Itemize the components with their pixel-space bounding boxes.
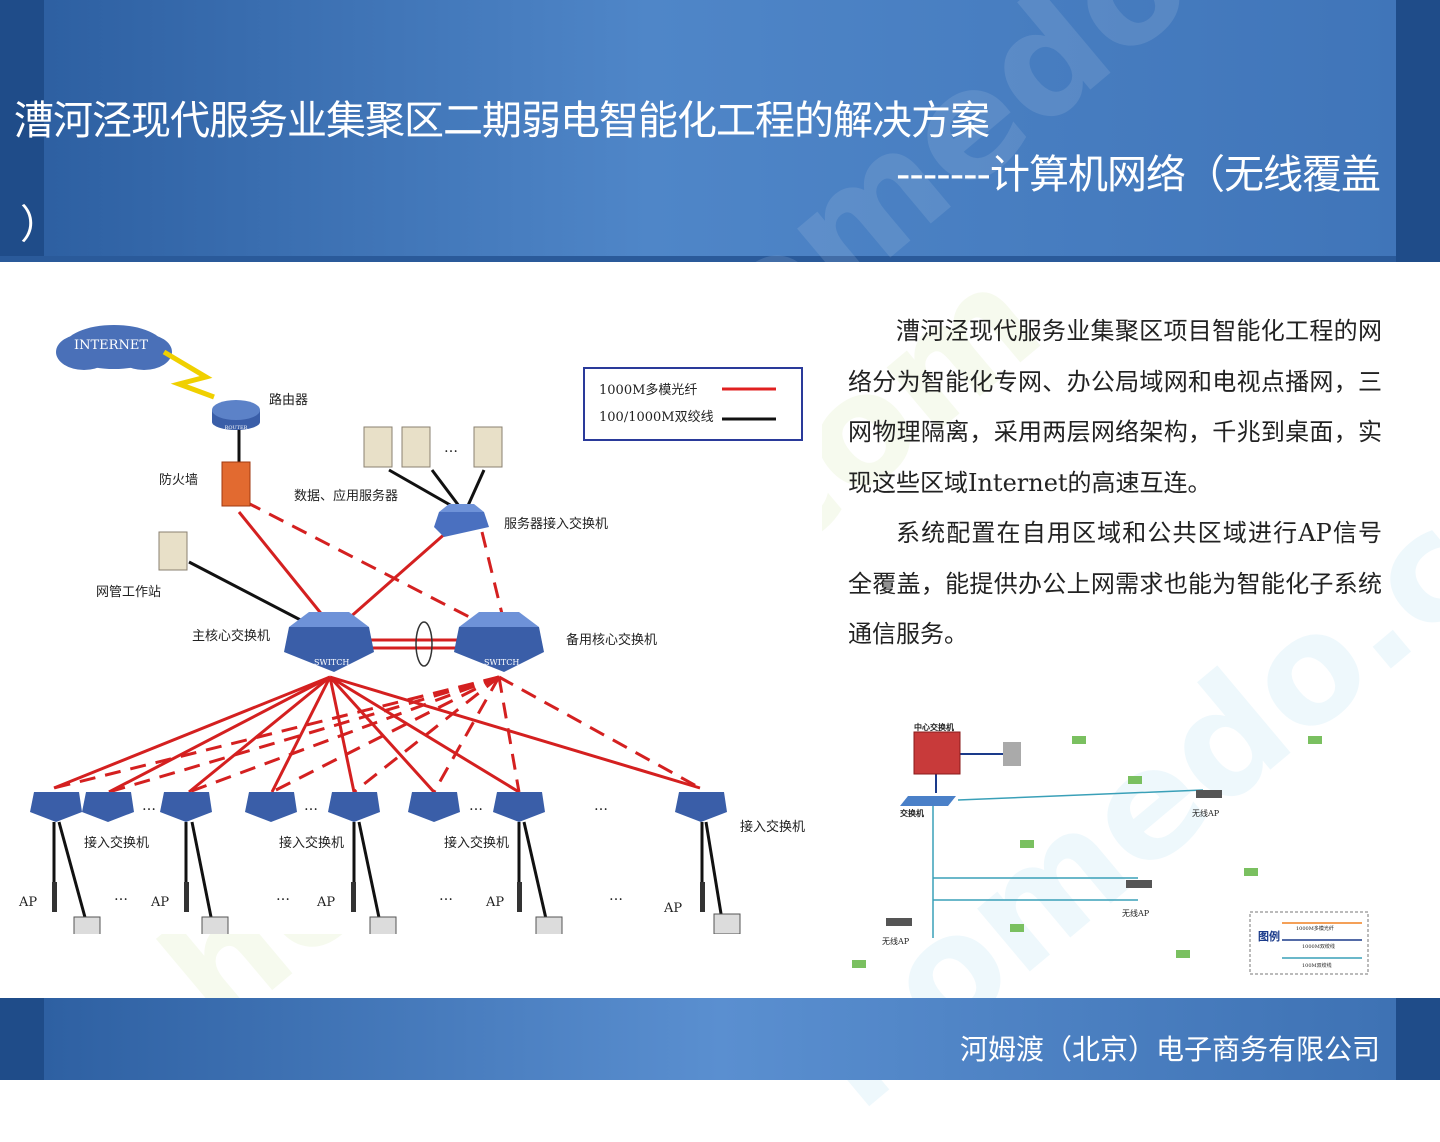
center-switch-label: 中心交换机 [914,722,954,732]
laptop-icon [852,736,1322,968]
ap-label-1: AP [18,895,37,910]
access-ellipsis-3: … [469,798,483,814]
footer-banner: 河姆渡（北京）电子商务有限公司 [0,998,1440,1080]
right-legend-fast-label: 100M双绞线 [1302,962,1332,969]
servers-ellipsis: … [444,440,458,456]
copper-links [52,428,726,933]
servers-label: 数据、应用服务器 [294,488,398,504]
core-backup-switch-text: SWITCH [484,658,519,667]
ap-ellipsis-4: … [609,888,623,904]
legend-box [583,367,803,441]
access-ellipsis-4: … [594,798,608,814]
core-main-label: 主核心交换机 [192,628,270,644]
router-icon-text: ROUTER [225,425,248,431]
footer-company-name: 河姆渡（北京）电子商务有限公司 [959,1033,1380,1066]
core-main-switch-icon [284,612,374,672]
access-label-3: 接入交换机 [444,835,509,851]
antenna-icon [52,882,705,912]
legend-fiber-label: 1000M多模光纤 [599,382,697,398]
network-topology-diagram: INTERNET ROUTER 路由器 防火墙 … 数据、应用服务器 服务器接入… [14,322,822,934]
backup-links [53,500,701,794]
server-icon-right [1003,742,1021,766]
right-legend-title: 图例 [1258,929,1280,943]
access-label-4: 接入交换机 [740,819,805,835]
firewall-icon [221,461,251,507]
access-ellipsis-2: … [304,798,318,814]
description-paragraph-2: 系统配置在自用区域和公共区域进行AP信号全覆盖，能提供办公上网需求也能为智能化子… [848,519,1382,648]
access-ellipsis-1: … [142,798,156,814]
router-icon [212,400,260,430]
firewall-label: 防火墙 [159,472,198,488]
legend-copper-label: 100/1000M双绞线 [599,409,714,425]
server-icon [363,426,503,468]
server-switch-label: 服务器接入交换机 [504,516,608,532]
wireless-ap-label-1: 无线AP [1192,808,1220,818]
page-subtitle-tail: ） [20,202,60,248]
ap-label-4: AP [485,895,504,910]
right-legend-gigabit-label: 1000M双绞线 [1302,943,1335,950]
ap-ellipsis-3: … [439,888,453,904]
ap-label-3: AP [316,895,335,910]
core-backup-switch-icon [454,612,544,672]
fiber-links [53,511,701,794]
access-switch-icon [30,792,727,822]
internet-cloud-icon [56,325,172,370]
right-legend-fiber-label: 1000M多模光纤 [1296,925,1334,932]
access-label-2: 接入交换机 [279,835,344,851]
nms-label: 网管工作站 [96,585,161,600]
router-label: 路由器 [269,392,308,408]
description-text: 漕河泾现代服务业集聚区项目智能化工程的网络分为智能化专网、办公局域网和电视点播网… [848,306,1382,660]
switch-icon-right [900,796,956,806]
description-paragraph-1: 漕河泾现代服务业集聚区项目智能化工程的网络分为智能化专网、办公局域网和电视点播网… [848,317,1382,497]
core-main-switch-text: SWITCH [314,658,349,667]
core-backup-label: 备用核心交换机 [566,632,657,648]
server-switch-icon [434,504,489,537]
ap-label-5: AP [663,901,682,916]
nms-workstation-icon [158,531,188,571]
internet-label: INTERNET [74,338,148,353]
wireless-ap-label-2: 无线AP [1122,908,1150,918]
page-subtitle: -------计算机网络（无线覆盖 [895,152,1381,198]
page-title: 漕河泾现代服务业集聚区二期弱电智能化工程的解决方案 [14,98,990,144]
link-aggregation-mark [415,621,433,667]
access-label-1: 接入交换机 [84,835,149,851]
switch-label-right: 交换机 [900,808,924,818]
ap-label-2: AP [150,895,169,910]
ap-ellipsis-1: … [114,888,128,904]
wireless-coverage-diagram: 中心交换机 交换机 无线AP 无线AP 无线AP 图例 1000M多模光纤 10… [852,722,1369,975]
ap-ellipsis-2: … [276,888,290,904]
computer-icon [73,913,741,934]
header-banner: homedo.com 漕河泾现代服务业集聚区二期弱电智能化工程的解决方案 ---… [0,0,1440,262]
lightning-icon [162,349,215,400]
coverage-links [932,789,1204,938]
wireless-ap-icon [886,790,1222,926]
wireless-ap-label-3: 无线AP [882,936,910,946]
header-band [0,256,1440,262]
center-switch-icon [913,731,961,775]
